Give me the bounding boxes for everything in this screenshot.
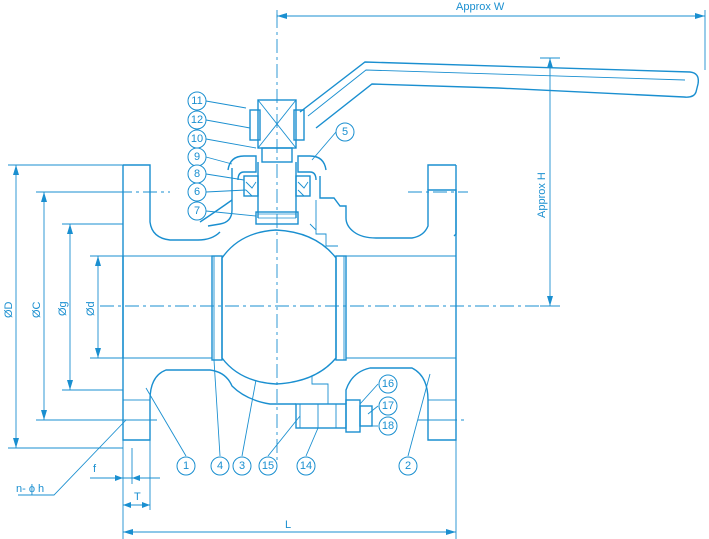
f-label: f (93, 463, 97, 475)
balloon-18: 18 (378, 416, 398, 436)
balloon-2: 2 (398, 456, 418, 476)
balloon-leaders (145, 100, 431, 457)
svg-text:18: 18 (382, 420, 394, 432)
gland-packing (227, 155, 327, 225)
svg-text:17: 17 (382, 400, 394, 412)
svg-text:6: 6 (194, 186, 200, 198)
t-label: T (134, 491, 141, 503)
balloon-8: 8 (187, 164, 207, 184)
balloon-1: 1 (176, 456, 196, 476)
og-label: Øg (57, 301, 69, 316)
right-flange (346, 164, 457, 441)
svg-text:7: 7 (194, 205, 200, 217)
svg-text:11: 11 (191, 95, 202, 107)
odd-label: Ød (85, 301, 97, 316)
svg-text:16: 16 (382, 378, 394, 390)
svg-text:1: 1 (183, 460, 189, 472)
svg-text:9: 9 (194, 151, 200, 163)
svg-text:12: 12 (191, 114, 203, 126)
svg-text:8: 8 (194, 168, 200, 180)
balloon-11: 11 (187, 91, 207, 111)
svg-text:2: 2 (405, 460, 411, 472)
balloon-4: 4 (210, 456, 230, 476)
holes-label: n- ϕ h (16, 483, 44, 495)
approx-w-label: Approx W (456, 1, 505, 13)
svg-text:5: 5 (342, 126, 348, 138)
balloon-17: 17 (378, 396, 398, 416)
handle-lever (299, 61, 700, 129)
balloon-6: 6 (187, 182, 207, 202)
balloon-15: 15 (258, 456, 278, 476)
balloon-10: 10 (187, 129, 207, 149)
center-lines (100, 14, 552, 460)
oc-label: ØC (31, 301, 43, 318)
balloon-3: 3 (232, 456, 252, 476)
valve-body-top (199, 168, 457, 247)
balloon-16: 16 (378, 374, 398, 394)
dimension-lines (8, 10, 706, 539)
balloon-7: 7 (187, 201, 207, 221)
svg-text:14: 14 (300, 460, 312, 472)
svg-text:10: 10 (191, 133, 203, 145)
balloon-9: 9 (187, 147, 207, 167)
balloon-12: 12 (187, 110, 207, 130)
svg-text:15: 15 (262, 460, 274, 472)
svg-text:3: 3 (239, 460, 245, 472)
balloon-14: 14 (296, 456, 316, 476)
svg-text:4: 4 (217, 460, 223, 472)
balloon-5: 5 (335, 122, 355, 142)
od-label: ØD (3, 301, 15, 318)
approx-h-label: Approx H (536, 172, 548, 218)
left-flange (122, 164, 221, 441)
ball (211, 229, 347, 385)
length-label: L (285, 519, 291, 531)
